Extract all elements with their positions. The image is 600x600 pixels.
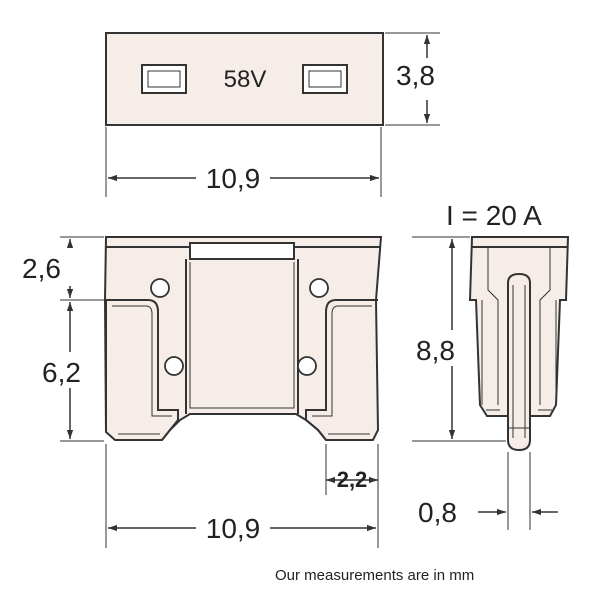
- front-right-terminal: [305, 299, 378, 441]
- front-lower-height-value: 6,2: [42, 357, 81, 388]
- front-left-terminal-inner: [112, 305, 172, 417]
- side-thickness-value: 0,8: [418, 497, 457, 528]
- voltage-label: 58V: [224, 66, 267, 93]
- front-hole-top-left: [150, 278, 170, 298]
- front-hole-bottom-right: [297, 356, 317, 376]
- front-center-window: [185, 259, 299, 414]
- front-hole-top-right: [309, 278, 329, 298]
- front-center-window-inner: [189, 262, 295, 409]
- top-right-window-inner: [308, 70, 342, 88]
- terminal-width-value: 2,2: [337, 467, 368, 492]
- side-view-left-groove: [481, 247, 499, 405]
- front-top-tab: [189, 242, 295, 260]
- front-right-terminal-inner: [312, 305, 372, 417]
- side-terminal-center: [512, 285, 526, 438]
- side-view: I = 20 A 8,8 0,8: [412, 200, 570, 530]
- front-upper-height-value: 2,6: [22, 253, 61, 284]
- side-view-right-groove: [539, 247, 557, 405]
- front-view: 2,6 6,2 2,2 10,9: [22, 236, 383, 548]
- front-hole-bottom-left: [164, 356, 184, 376]
- front-view-body: [103, 236, 383, 441]
- top-left-window-inner: [147, 70, 181, 88]
- top-view: 58V 3,8 10,9: [105, 32, 440, 197]
- front-left-terminal: [105, 299, 179, 441]
- top-height-value: 3,8: [396, 60, 435, 91]
- measurement-units-note: Our measurements are in mm: [275, 567, 474, 584]
- side-height-value: 8,8: [416, 335, 455, 366]
- top-left-window: [141, 64, 187, 94]
- side-terminal-blade: [507, 272, 531, 452]
- front-width-value: 10,9: [206, 513, 261, 544]
- top-width-value: 10,9: [206, 163, 261, 194]
- top-right-window: [302, 64, 348, 94]
- current-rating-label: I = 20 A: [446, 200, 542, 231]
